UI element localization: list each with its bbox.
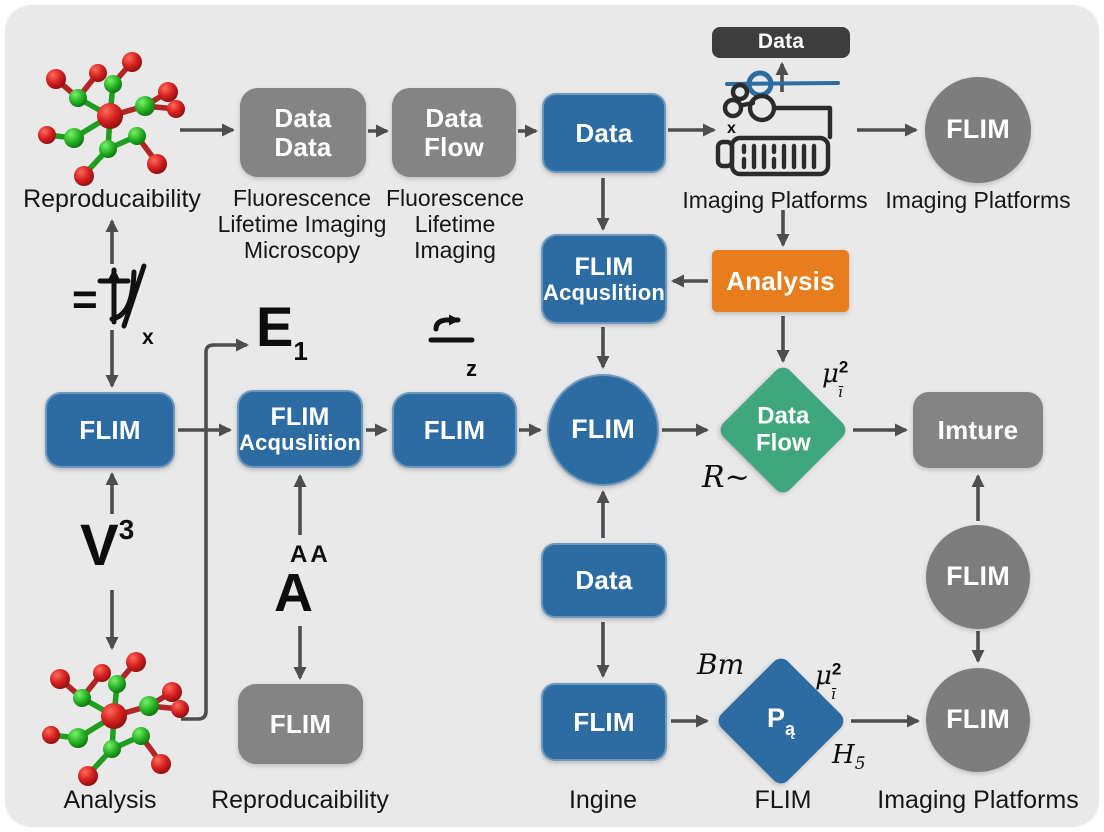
- blue-box-flim-3: FLIM: [392, 392, 517, 468]
- caption-flim-lifetime: Fluorescence Lifetime Imaging: [385, 185, 525, 264]
- dark-pill-data: Data: [712, 27, 850, 58]
- blue-circle-flim: FLIM: [547, 374, 659, 486]
- svg-text:z: z: [466, 356, 477, 381]
- gray-circle-flim-bottom: FLIM: [926, 668, 1030, 772]
- caption-imaging-platforms-3: Imaging Platforms: [877, 786, 1079, 814]
- connector-arrows: [105, 62, 985, 728]
- svg-text:x: x: [727, 120, 736, 137]
- caption-imaging-platforms-1: Imaging Platforms: [682, 187, 868, 213]
- symbol-r-tilde: R~: [702, 460, 750, 495]
- symbol-e1: E1: [256, 295, 308, 366]
- gray-box-flim-bottom: FLIM: [238, 684, 363, 764]
- blue-box-data-top: Data: [542, 93, 666, 173]
- gray-box-imture: Imture: [913, 392, 1043, 468]
- caption-imaging-platforms-2: Imaging Platforms: [885, 187, 1071, 213]
- blue-box-flim-acquisition-top: FLIM Acquslition: [541, 234, 667, 324]
- gray-box-data-flow: Data Flow: [392, 88, 516, 177]
- equation-glyph-z: z: [428, 314, 477, 381]
- svg-text:x: x: [142, 326, 154, 349]
- gray-circle-flim-mid: FLIM: [926, 525, 1030, 629]
- symbol-mu2-top: μ2 ī: [822, 357, 849, 401]
- symbol-h5: H5̄: [832, 740, 866, 774]
- caption-flim-microscopy: Fluorescence Lifetime Imaging Microscopy: [217, 185, 387, 264]
- blue-box-flim-ingine: FLIM: [541, 683, 667, 761]
- caption-reproducibility-bottom: Reproducaibility: [211, 786, 389, 814]
- elbow-connector-to-e1: [181, 338, 249, 721]
- symbol-bm: Bm: [697, 648, 745, 681]
- symbol-a-aa: AA A: [274, 541, 331, 623]
- gray-circle-flim-top: FLIM: [925, 77, 1031, 183]
- symbol-mu2-bottom: μ2 ī: [815, 659, 842, 703]
- caption-reproducibility-top: Reproducaibility: [23, 185, 201, 213]
- blue-box-data-mid: Data: [541, 543, 667, 618]
- caption-ingine: Ingine: [568, 786, 638, 814]
- caption-analysis-bottom: Analysis: [63, 786, 157, 814]
- blue-box-flim-acquisition-2: FLIM Acquslition: [237, 390, 363, 468]
- gray-box-data-data: Data Data: [240, 88, 366, 177]
- orange-box-analysis: Analysis: [712, 250, 849, 312]
- molecule-illustration-top: [38, 52, 185, 186]
- svg-text:=: =: [72, 275, 98, 324]
- imaging-platform-icon: x: [715, 70, 840, 177]
- caption-flim-diamond: FLIM: [754, 786, 812, 814]
- blue-box-flim-1: FLIM: [45, 392, 175, 468]
- equation-glyph-ux: = x: [72, 263, 154, 349]
- molecule-illustration-bottom: [42, 652, 189, 786]
- symbol-v3: V3: [80, 513, 135, 578]
